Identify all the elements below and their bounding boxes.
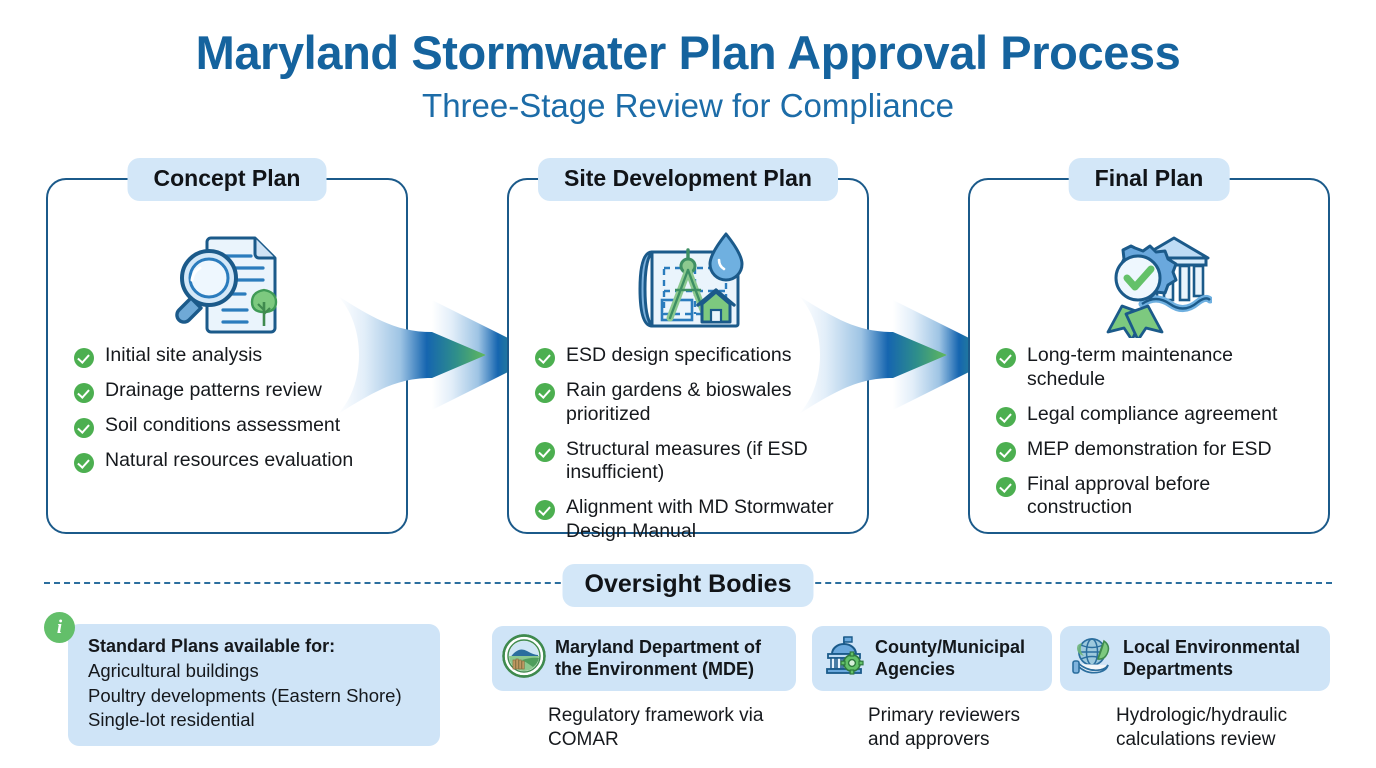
- bullet-text: Soil conditions assessment: [105, 414, 341, 436]
- list-item: Legal compliance agreement: [996, 403, 1314, 427]
- stage-card-site-development-plan[interactable]: Site Development Plan: [507, 158, 869, 542]
- standard-plans-box: Standard Plans available for: Agricultur…: [68, 624, 440, 746]
- oversight-body-description: Primary reviewers and approvers: [868, 705, 1021, 750]
- standard-plans-item: Single-lot residential: [88, 709, 255, 731]
- bullet-text: MEP demonstration for ESD: [1027, 437, 1272, 460]
- oversight-body-description: Regulatory framework via COMAR: [548, 705, 764, 750]
- award-ribbon-building-icon: [1086, 232, 1214, 343]
- info-icon: i: [44, 612, 75, 643]
- bullet-text: Final approval before construction: [1027, 472, 1211, 519]
- bullet-text: Initial site analysis: [105, 344, 263, 366]
- check-icon: [74, 383, 94, 403]
- bullet-text: Alignment with MD Stormwater Design Manu…: [566, 496, 834, 542]
- mde-seal-icon: [502, 634, 546, 683]
- page-title: Maryland Stormwater Plan Approval Proces…: [195, 26, 1181, 79]
- blueprint-compass-waterdrop-icon: [626, 232, 750, 341]
- list-item: Natural resources evaluation: [74, 449, 392, 473]
- oversight-body-name: Local Environmental Departments: [1123, 636, 1301, 679]
- stage-card-final-plan[interactable]: Final Plan: [968, 158, 1330, 534]
- stage-card-title: Final Plan: [1068, 158, 1230, 201]
- stage-card-title: Site Development Plan: [538, 158, 838, 201]
- stage-bullet-list: Long-term maintenance schedule Legal com…: [996, 344, 1314, 520]
- capitol-gear-icon: [822, 634, 866, 683]
- list-item: MEP demonstration for ESD: [996, 438, 1314, 462]
- check-icon: [996, 348, 1016, 368]
- oversight-body-pill: Local Environmental Departments: [1060, 626, 1330, 691]
- check-icon: [535, 383, 555, 403]
- bullet-text: Rain gardens & bioswales prioritized: [566, 379, 792, 425]
- header: Maryland Stormwater Plan Approval Proces…: [0, 26, 1376, 124]
- bullet-text: Legal compliance agreement: [1027, 402, 1278, 425]
- standard-plans-item: Poultry developments (Eastern Shore): [88, 684, 402, 706]
- list-item: Drainage patterns review: [74, 379, 392, 403]
- oversight-body-mde[interactable]: Maryland Department of the Environment (…: [492, 626, 796, 752]
- bullet-text: Long-term maintenance schedule: [1027, 344, 1233, 390]
- check-icon: [74, 418, 94, 438]
- list-item: Final approval before construction: [996, 473, 1314, 521]
- oversight-body-pill: County/Municipal Agencies: [812, 626, 1052, 691]
- oversight-body-county-municipal[interactable]: County/Municipal Agencies Primary review…: [812, 626, 1052, 752]
- oversight-body-local-environmental[interactable]: Local Environmental Departments Hydrolog…: [1060, 626, 1330, 752]
- check-icon: [74, 348, 94, 368]
- flow-arrow-1: [336, 292, 560, 423]
- stage-card-title: Concept Plan: [127, 158, 327, 201]
- standard-plans-title: Standard Plans available for:: [88, 636, 336, 656]
- check-icon: [535, 500, 555, 521]
- bullet-text: Drainage patterns review: [105, 379, 322, 401]
- check-icon: [996, 476, 1016, 497]
- page-subtitle: Three-Stage Review for Compliance: [422, 86, 954, 124]
- oversight-body-description: Hydrologic/hydraulic calculations review: [1116, 705, 1288, 750]
- list-item: Soil conditions assessment: [74, 414, 392, 438]
- check-icon: [535, 441, 555, 462]
- oversight-body-name: County/Municipal Agencies: [875, 636, 1025, 679]
- list-item: Rain gardens & bioswales prioritized: [535, 379, 853, 427]
- oversight-section-label: Oversight Bodies: [562, 564, 814, 607]
- bullet-text: Structural measures (if ESD insufficient…: [566, 437, 808, 484]
- check-icon: [535, 348, 555, 368]
- list-item: Long-term maintenance schedule: [996, 344, 1314, 392]
- list-item: Initial site analysis: [74, 344, 392, 368]
- check-icon: [996, 441, 1016, 462]
- check-icon: [996, 406, 1016, 427]
- flow-arrow-2: [797, 292, 1021, 423]
- oversight-body-name: Maryland Department of the Environment (…: [555, 636, 762, 679]
- standard-plans-item: Agricultural buildings: [88, 659, 259, 681]
- list-item: Alignment with MD Stormwater Design Manu…: [535, 496, 853, 544]
- oversight-body-pill: Maryland Department of the Environment (…: [492, 626, 796, 691]
- stage-card-concept-plan[interactable]: Concept Plan: [46, 158, 408, 534]
- list-item: Structural measures (if ESD insufficient…: [535, 438, 853, 486]
- stage-bullet-list: Initial site analysis Drainage patterns …: [74, 344, 392, 473]
- bullet-text: ESD design specifications: [566, 344, 792, 366]
- list-item: ESD design specifications: [535, 344, 853, 368]
- globe-leaf-hand-icon: [1070, 634, 1114, 683]
- check-icon: [74, 453, 94, 473]
- stage-bullet-list: ESD design specifications Rain gardens &…: [535, 344, 853, 544]
- magnifier-document-tree-icon: [167, 232, 287, 341]
- bullet-text: Natural resources evaluation: [105, 449, 354, 471]
